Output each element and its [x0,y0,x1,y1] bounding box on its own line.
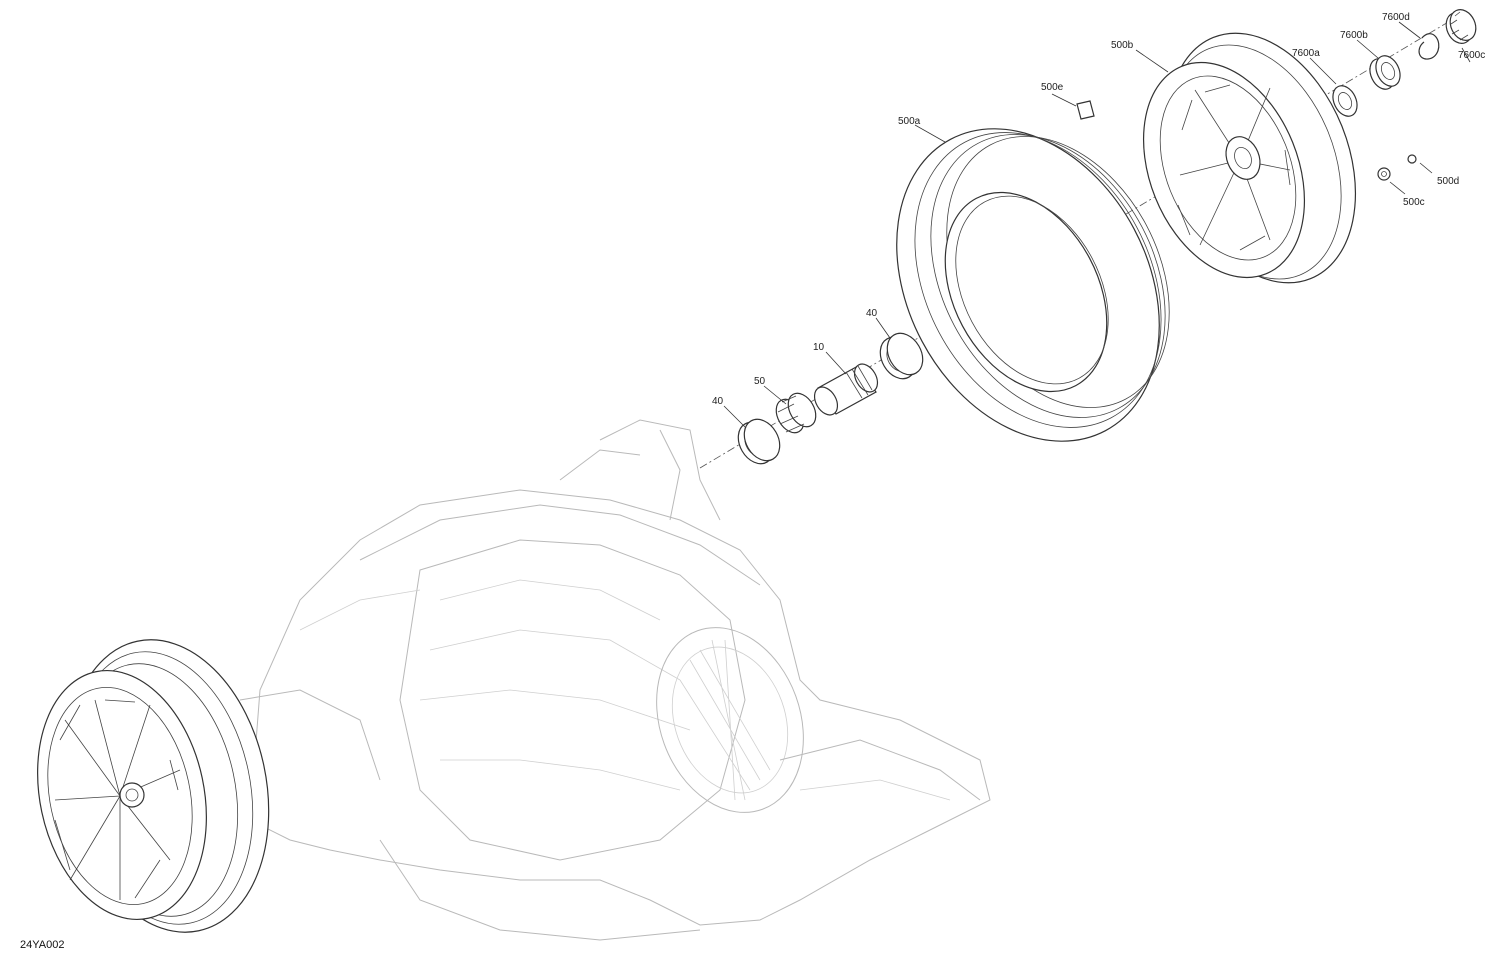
part-500c-bolt [1377,167,1391,181]
callout-40-upper: 40 [866,308,878,319]
vehicle-chassis-ghost [239,419,991,941]
callout-7600c: 7600c [1458,50,1485,61]
part-40-upper-bearing [879,332,924,380]
part-500e-pad [1076,100,1095,120]
callout-500d: 500d [1437,176,1459,187]
part-500d-valve [1407,154,1417,164]
part-50-needle-bearing [775,392,817,434]
part-7600b-nut [1369,55,1401,90]
callout-50: 50 [754,376,766,387]
part-7600d-circlip [1418,33,1440,60]
callout-7600b: 7600b [1340,30,1368,41]
callout-40-lower: 40 [712,396,724,407]
callout-7600d: 7600d [1382,12,1410,23]
callout-7600a: 7600a [1292,48,1320,59]
callout-500b: 500b [1111,40,1134,51]
part-40-lower-bearing [737,418,781,465]
callout-500a: 500a [898,116,921,127]
callout-500e: 500e [1041,82,1064,93]
part-7600c-cap [1445,9,1477,44]
part-7600a-washer [1332,85,1358,117]
part-500a-tire [896,128,1170,442]
part-500b-wheel-rim [1142,32,1357,284]
callout-500c: 500c [1403,197,1425,208]
assembled-wheel [37,639,270,933]
callout-10: 10 [813,342,825,353]
part-10-shaft [813,363,879,416]
leader-lines [723,21,1471,429]
figure-code: 24YA002 [20,939,64,951]
